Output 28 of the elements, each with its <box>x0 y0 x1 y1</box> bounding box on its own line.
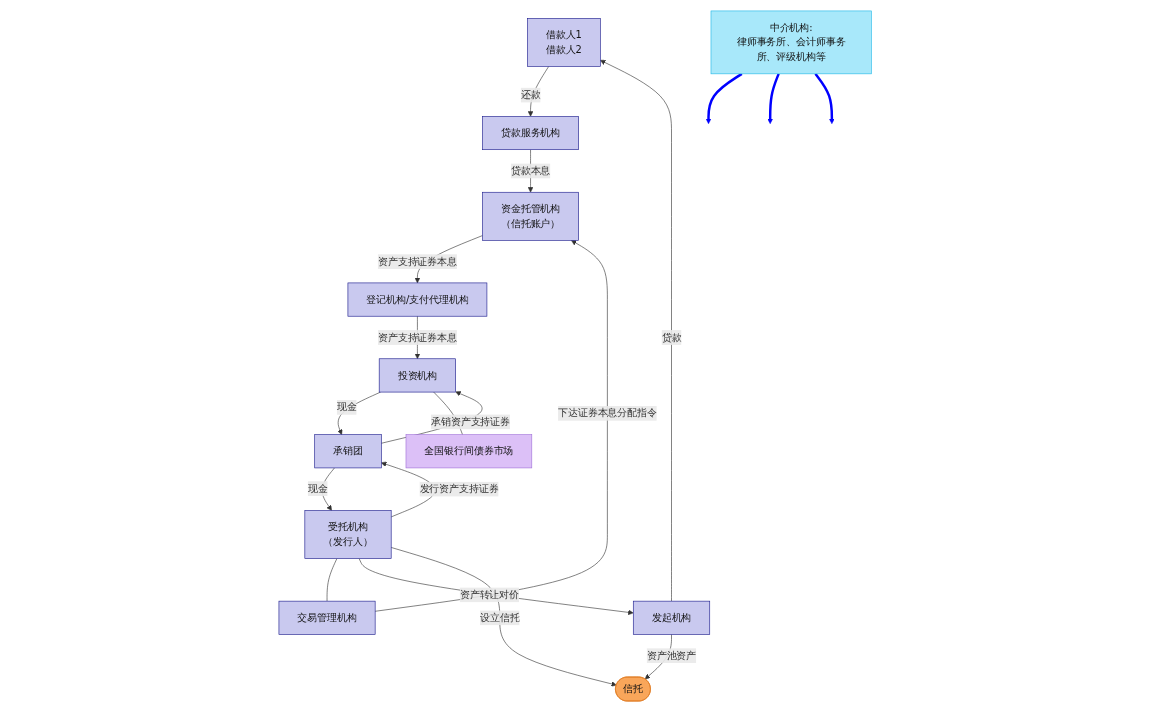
edge-label: 资产支持证券本息 <box>377 330 457 343</box>
node-box: 登记机构/支付代理机构 <box>347 282 488 316</box>
edge-label: 现金 <box>307 481 328 494</box>
node-box: 投资机构 <box>378 357 456 392</box>
node-box: 交易管理机构 <box>278 600 376 635</box>
connector <box>326 557 338 601</box>
arrow <box>705 72 743 124</box>
edge-label: 现金 <box>336 400 357 413</box>
edge-label: 资产支持证券本息 <box>377 254 457 267</box>
arrow <box>814 72 835 124</box>
edge-label: 发行资产支持证券 <box>419 482 499 495</box>
edge-label: 设立信托 <box>479 611 520 623</box>
node-box: 资金托管机构 （信托账户） <box>482 191 579 241</box>
node-box: 承销团 <box>314 433 382 468</box>
node-box: 受托机构 （发行人） <box>304 509 392 559</box>
edge-label: 贷款 <box>661 330 682 343</box>
edge-label: 下达证券本息分配指令 <box>557 406 657 419</box>
node-box: 贷款服务机构 <box>482 115 579 150</box>
arrow <box>767 72 780 124</box>
edge-label: 资产池资产 <box>646 649 697 661</box>
edge-label: 承销资产支持证券 <box>430 415 510 427</box>
edge-label: 还款 <box>520 88 541 101</box>
node-box: 发起机构 <box>632 600 710 635</box>
edge-label: 资产转让对价 <box>459 588 519 601</box>
node-box: 借款人1 借款人2 <box>526 17 601 67</box>
edge-label: 贷款本息 <box>510 164 551 177</box>
node-box: 中介机构: 律师事务所、会计师事务所、评级机构等 <box>710 10 872 74</box>
node-box: 全国银行间债券市场 <box>405 433 532 468</box>
